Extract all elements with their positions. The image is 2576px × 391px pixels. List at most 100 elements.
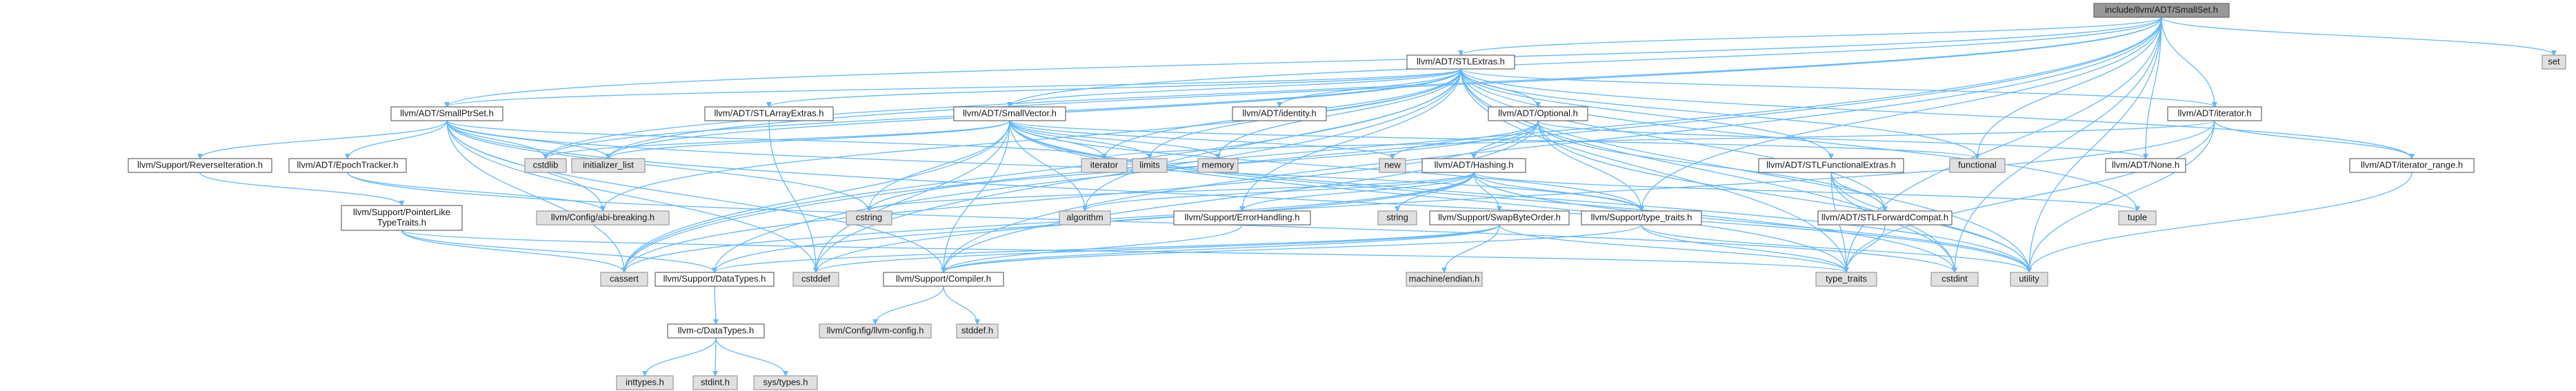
node-box bbox=[1421, 158, 1526, 173]
edge-smallptrset-to-reverseiteration bbox=[197, 120, 448, 159]
node-epochtracker[interactable]: llvm/ADT/EpochTracker.h bbox=[288, 158, 407, 173]
node-utility[interactable]: utility bbox=[2010, 272, 2048, 287]
node-box bbox=[616, 375, 674, 390]
node-box bbox=[1406, 272, 1483, 287]
node-label: cstring bbox=[856, 212, 882, 222]
node-typetraits[interactable]: llvm/Support/type_traits.h bbox=[1581, 210, 1702, 225]
node-stdint[interactable]: stdint.h bbox=[692, 375, 738, 390]
edge-iteratorh-to-iteratorrange bbox=[2214, 120, 2415, 159]
edge-stlforwardcompat-to-type-traits bbox=[1844, 224, 1886, 273]
node-tuple[interactable]: tuple bbox=[2118, 210, 2157, 225]
edge-reverseiteration-to-pointerliketypetraits bbox=[199, 172, 405, 206]
node-label: llvm/Support/ReverseIteration.h bbox=[137, 159, 263, 170]
node-iterator[interactable]: iterator bbox=[1081, 158, 1128, 173]
node-box bbox=[2010, 272, 2048, 287]
node-box bbox=[1949, 158, 2006, 173]
node-cstdint[interactable]: cstdint bbox=[1930, 272, 1979, 287]
node-functional[interactable]: functional bbox=[1949, 158, 2006, 173]
node-label: stdint.h bbox=[701, 377, 730, 387]
node-box bbox=[524, 158, 567, 173]
node-stlextras[interactable]: llvm/ADT/STLExtras.h bbox=[1406, 54, 1515, 70]
node-box bbox=[2093, 3, 2230, 18]
node-label: llvm/ADT/STLFunctionalExtras.h bbox=[1766, 159, 1896, 170]
node-label: llvm/Support/type_traits.h bbox=[1591, 212, 1693, 222]
node-endian[interactable]: machine/endian.h bbox=[1406, 272, 1483, 287]
edge-optional-to-none bbox=[1537, 120, 2148, 159]
node-iteratorh[interactable]: llvm/ADT/iterator.h bbox=[2167, 106, 2262, 121]
node-stlforwardcompat[interactable]: llvm/ADT/STLForwardCompat.h bbox=[1817, 210, 1953, 225]
edge-compiler-to-stddef bbox=[943, 285, 980, 325]
node-label: type_traits bbox=[1826, 273, 1867, 283]
node-initlist[interactable]: initializer_list bbox=[571, 158, 646, 173]
node-cstddef[interactable]: cstddef bbox=[792, 272, 839, 287]
edge-epochtracker-to-abibreaking bbox=[347, 172, 606, 212]
node-limits[interactable]: limits bbox=[1132, 158, 1168, 173]
node-systypes[interactable]: sys/types.h bbox=[753, 375, 818, 390]
node-label: llvm/Support/DataTypes.h bbox=[663, 273, 766, 283]
node-layer: include/llvm/ADT/SmallSet.h llvm/ADT/STLE… bbox=[128, 3, 2566, 390]
node-label: llvm/ADT/None.h bbox=[2112, 159, 2179, 170]
node-box bbox=[692, 375, 738, 390]
edge-hashing-to-utility bbox=[1473, 172, 2032, 273]
edge-iteratorh-to-type-traits bbox=[1844, 120, 2215, 273]
node-stlarrayextras[interactable]: llvm/ADT/STLArrayExtras.h bbox=[704, 106, 834, 121]
node-errorhandling[interactable]: llvm/Support/ErrorHandling.h bbox=[1173, 210, 1311, 225]
node-string[interactable]: string bbox=[1377, 210, 1417, 225]
node-type-traits[interactable]: type_traits bbox=[1815, 272, 1877, 287]
node-box bbox=[1081, 158, 1128, 173]
node-hashing[interactable]: llvm/ADT/Hashing.h bbox=[1421, 158, 1526, 173]
edge-root-to-set bbox=[2161, 17, 2557, 56]
node-box bbox=[1488, 106, 1588, 121]
node-box bbox=[1377, 210, 1417, 225]
node-cstdlib[interactable]: cstdlib bbox=[524, 158, 567, 173]
node-stlfunctionalextras[interactable]: llvm/ADT/STLFunctionalExtras.h bbox=[1758, 158, 1904, 173]
node-cstring[interactable]: cstring bbox=[846, 210, 892, 225]
node-box bbox=[2105, 158, 2186, 173]
node-identity[interactable]: llvm/ADT/identity.h bbox=[1232, 106, 1327, 121]
node-set[interactable]: set bbox=[2542, 54, 2566, 70]
node-new[interactable]: new bbox=[1379, 158, 1406, 173]
edge-layer bbox=[197, 17, 2557, 377]
node-label: TypeTraits.h bbox=[377, 217, 426, 228]
edge-swapbyteorder-to-datatypes bbox=[712, 224, 1500, 273]
node-algorithm[interactable]: algorithm bbox=[1059, 210, 1111, 225]
node-llvmconfig[interactable]: llvm/Config/llvm-config.h bbox=[819, 323, 932, 339]
node-reverseiteration[interactable]: llvm/Support/ReverseIteration.h bbox=[128, 158, 272, 173]
node-label: llvm/ADT/SmallPtrSet.h bbox=[400, 108, 494, 118]
node-root[interactable]: include/llvm/ADT/SmallSet.h bbox=[2093, 3, 2230, 18]
node-label: limits bbox=[1139, 159, 1160, 170]
node-iteratorrange[interactable]: llvm/ADT/iterator_range.h bbox=[2349, 158, 2475, 173]
edge-pointerliketypetraits-to-cassert bbox=[401, 230, 627, 273]
node-none[interactable]: llvm/ADT/None.h bbox=[2105, 158, 2186, 173]
edge-smallvector-to-type-traits bbox=[1009, 120, 1849, 273]
node-cassert[interactable]: cassert bbox=[600, 272, 648, 287]
edge-smallvector-to-cstring bbox=[866, 120, 1010, 212]
node-datatypes[interactable]: llvm/Support/DataTypes.h bbox=[655, 272, 775, 287]
node-label: llvm/ADT/Hashing.h bbox=[1435, 159, 1514, 170]
node-compiler[interactable]: llvm/Support/Compiler.h bbox=[883, 272, 1004, 287]
node-box bbox=[1581, 210, 1702, 225]
edge-root-to-smallvector bbox=[1007, 17, 2162, 108]
node-box bbox=[753, 375, 818, 390]
node-smallptrset[interactable]: llvm/ADT/SmallPtrSet.h bbox=[390, 106, 503, 121]
edge-cdatatypes-to-stdint bbox=[712, 337, 719, 377]
node-label: sys/types.h bbox=[763, 377, 808, 387]
edge-smallptrset-to-compiler bbox=[446, 120, 946, 273]
node-stddef[interactable]: stddef.h bbox=[956, 323, 999, 339]
node-optional[interactable]: llvm/ADT/Optional.h bbox=[1488, 106, 1588, 121]
node-memory[interactable]: memory bbox=[1197, 158, 1239, 173]
node-label: string bbox=[1386, 212, 1408, 222]
node-cdatatypes[interactable]: llvm-c/DataTypes.h bbox=[667, 323, 765, 339]
edge-hashing-to-tuple bbox=[1473, 172, 2140, 212]
edge-root-to-none bbox=[2143, 17, 2162, 159]
node-smallvector[interactable]: llvm/ADT/SmallVector.h bbox=[953, 106, 1066, 121]
edge-optional-to-compiler bbox=[941, 120, 1539, 273]
edge-swapbyteorder-to-compiler bbox=[941, 224, 1500, 273]
node-inttypes[interactable]: inttypes.h bbox=[616, 375, 674, 390]
node-box bbox=[1930, 272, 1979, 287]
node-abibreaking[interactable]: llvm/Config/abi-breaking.h bbox=[536, 210, 670, 225]
node-label: llvm/Config/llvm-config.h bbox=[827, 325, 924, 335]
node-swapbyteorder[interactable]: llvm/Support/SwapByteOrder.h bbox=[1429, 210, 1570, 225]
node-label: llvm/ADT/identity.h bbox=[1242, 108, 1316, 118]
